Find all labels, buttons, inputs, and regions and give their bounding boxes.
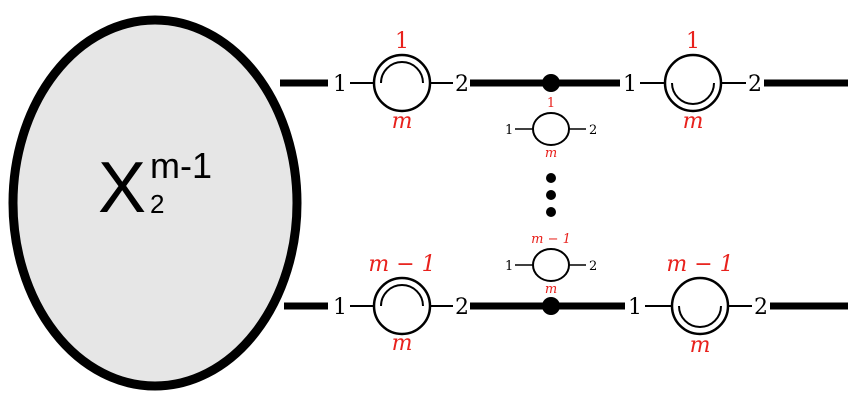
top-loop-a-port-right: 2 [455,72,469,97]
top-loop-a-label-bottom: m [392,109,413,134]
middle-loop-upper-port-right: 2 [589,123,597,138]
top-loop-a-label-top: 1 [395,29,409,54]
bottom-loop-b-port-right: 2 [754,295,768,320]
top-loop-a [372,53,432,113]
top-loop-a-port-left: 1 [333,72,347,97]
top-loop-b-label-top: 1 [686,29,700,54]
bottom-loop-a [372,276,432,336]
bottom-loop-a-label-bottom: m [392,331,413,356]
middle-loop-lower-port-left: 1 [505,259,513,274]
bottom-loop-a-port-right: 2 [455,295,469,320]
bottom-loop-b-label-top: m − 1 [666,252,733,277]
ellipsis-dot-1 [546,173,556,183]
top-junction-dot [542,74,560,92]
blob-main-letter: X [98,148,146,228]
blob-ellipse [8,15,302,391]
bottom-junction-dot [542,297,560,315]
bottom-loop-b [670,276,730,336]
blob-subscript: 2 [150,189,164,219]
middle-loop-lower-label-bottom: m [545,282,557,297]
middle-loop-upper-port-left: 1 [505,123,513,138]
bottom-loop-a-label-top: m − 1 [368,252,435,277]
middle-loop-upper [515,112,586,146]
middle-loop-lower-label-top: m − 1 [531,232,571,247]
middle-loop-upper-label-bottom: m [545,146,557,161]
top-loop-b [663,53,723,113]
middle-loop-upper-label-top: 1 [547,96,555,111]
bottom-loop-b-label-bottom: m [690,333,711,358]
ellipsis-dot-3 [546,207,556,217]
bottom-loop-b-port-left: 1 [628,295,642,320]
bottom-loop-a-port-left: 1 [333,295,347,320]
top-loop-b-port-left: 1 [623,72,637,97]
top-loop-b-label-bottom: m [683,109,704,134]
top-loop-b-port-right: 2 [748,72,762,97]
middle-loop-lower [515,248,586,282]
blob-superscript: m-1 [150,145,212,186]
ellipsis-dot-2 [546,190,556,200]
middle-loop-lower-port-right: 2 [589,259,597,274]
